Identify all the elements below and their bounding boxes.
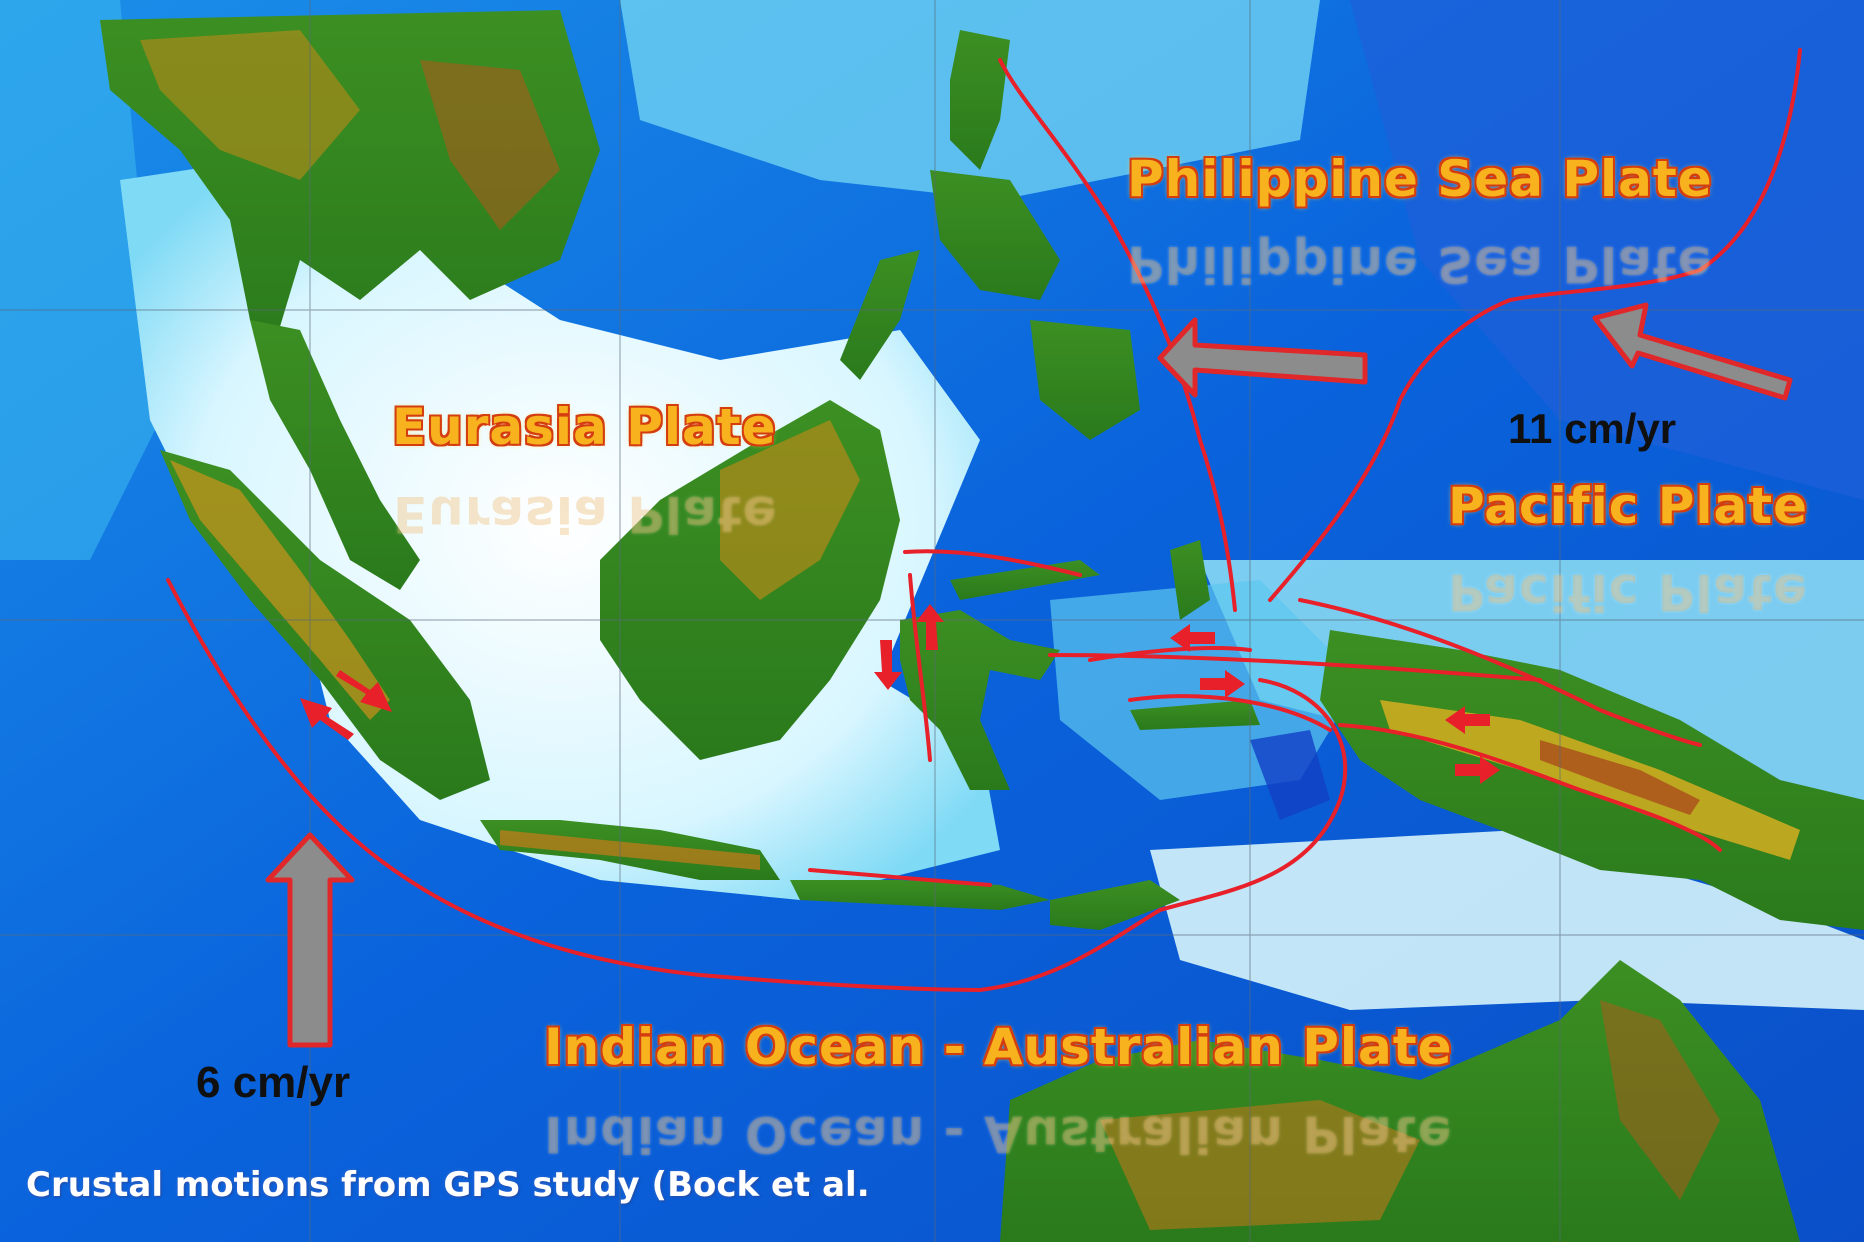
slip-arrow-sumatra-2 [300, 698, 354, 740]
mariana-trench [1268, 48, 1802, 602]
new-guinea-peaks [1540, 740, 1700, 815]
slip-arrow-molucca-e [1200, 670, 1245, 698]
new-guinea-thrust [1298, 598, 1702, 747]
sulawesi-north-line [903, 549, 1082, 577]
plate-boundaries [166, 48, 1802, 993]
visayas [930, 170, 1060, 300]
indian-australian-plate-label: Indian Ocean - Australian Plate [544, 1018, 1453, 1076]
flores-thrust [808, 868, 992, 887]
palawan [840, 250, 920, 380]
motion-arrow-pacific [1592, 302, 1793, 401]
lesser-sunda [790, 880, 1050, 910]
map-caption: Crustal motions from GPS study (Bock et … [26, 1165, 870, 1205]
indochina-highlands [140, 30, 360, 180]
motion-arrow-philippine [1157, 317, 1368, 398]
slip-arrow-sumatra-1 [336, 670, 392, 712]
cape-york-uplands [1600, 1000, 1720, 1200]
new-guinea-highlands [1380, 700, 1800, 860]
sunda-trench [166, 578, 1348, 993]
indian-rate-label: 6 cm/yr [196, 1058, 351, 1107]
pacific-label-reflection: Pacific Plate [1448, 563, 1809, 621]
slip-arrow-molucca-w [1170, 624, 1215, 652]
philippine-sea-plate-label: Philippine Sea Plate [1127, 150, 1713, 208]
seram [1130, 700, 1260, 730]
timor [1050, 880, 1180, 930]
slip-arrow-ng-w [1445, 706, 1490, 734]
java-highlands [500, 830, 760, 870]
eurasia-label-reflection: Eurasia Plate [393, 485, 778, 543]
mindanao [1030, 320, 1140, 440]
slip-arrow-ng-e [1455, 756, 1500, 784]
slip-arrow-sulawesi-2 [916, 604, 944, 650]
eurasia-plate-label: Eurasia Plate [392, 398, 777, 456]
slip-arrows [300, 604, 1500, 784]
plate-motion-arrows [265, 302, 1793, 1048]
halmahera [1170, 540, 1210, 620]
philippine-label-reflection: Philippine Sea Plate [1127, 235, 1713, 293]
australia-uplands [1100, 1100, 1420, 1230]
slip-arrow-sulawesi-1 [874, 640, 902, 690]
pacific-rate-label: 11 cm/yr [1508, 405, 1677, 452]
pacific-plate-label: Pacific Plate [1448, 477, 1809, 535]
philippine-trench [998, 58, 1237, 612]
banda-deep [1250, 730, 1330, 820]
new-guinea-fault [1338, 723, 1722, 852]
indochina-highlands-2 [420, 60, 560, 230]
palu-fault [908, 573, 932, 762]
sahul-shelf [1150, 830, 1864, 1010]
banda-arc-north [1128, 694, 1332, 732]
sumatra-highlands [170, 460, 390, 720]
sulawesi [900, 610, 1060, 790]
molucca-sea-line [1088, 646, 1252, 662]
borneo-highlands [720, 420, 860, 600]
shallow-west [0, 0, 160, 560]
motion-arrow-indian [265, 832, 355, 1048]
luzon [950, 30, 1010, 170]
indian-label-reflection: Indian Ocean - Australian Plate [544, 1105, 1453, 1163]
malay-peninsula [250, 320, 420, 590]
